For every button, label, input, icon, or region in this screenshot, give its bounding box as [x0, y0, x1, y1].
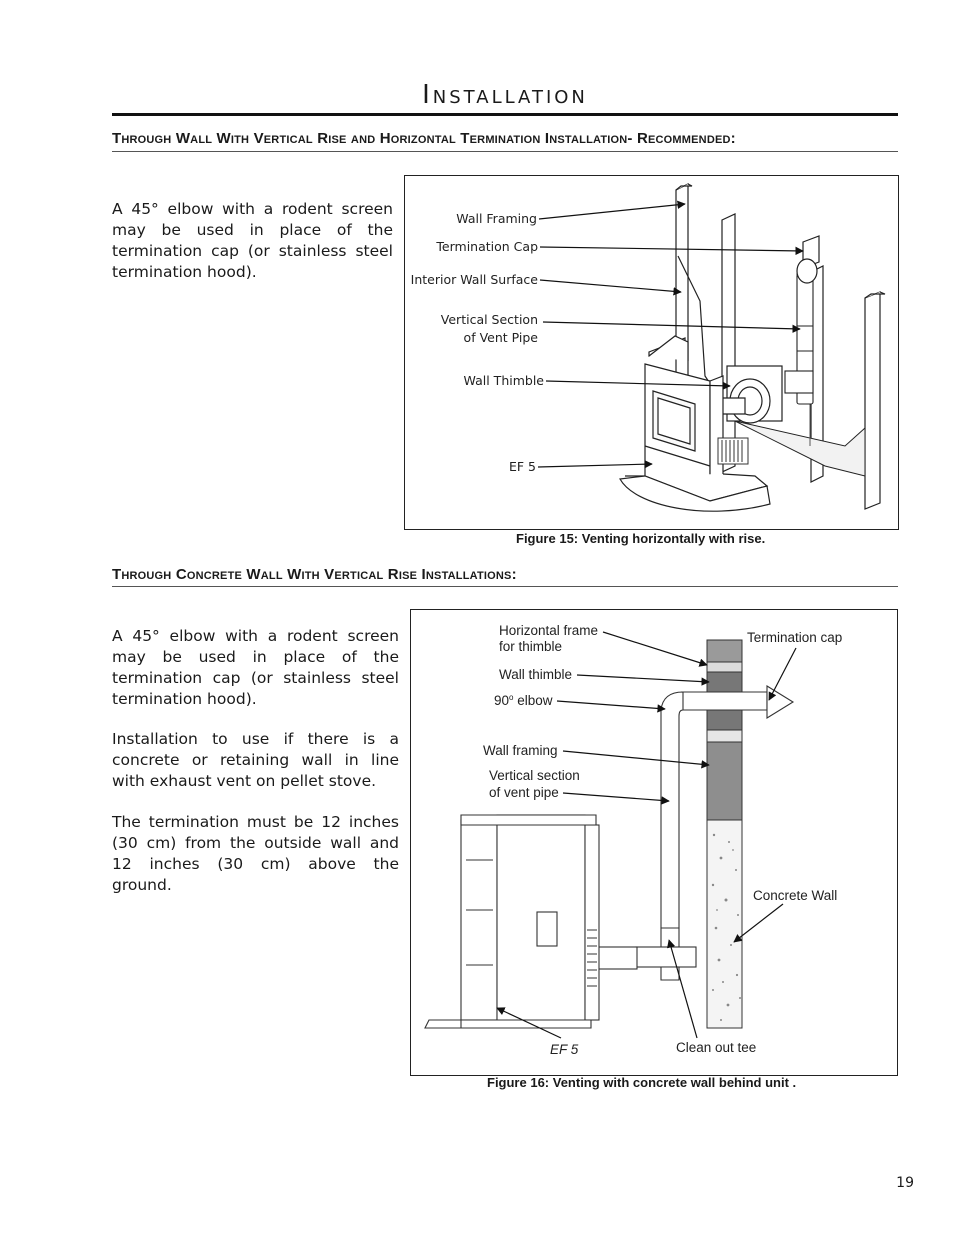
label-vertical-section-line2-16: of vent pipe: [489, 785, 559, 800]
title-rule: [112, 113, 898, 116]
concrete-speckle: [711, 833, 741, 1021]
label-90-elbow: 90o elbow: [494, 693, 553, 708]
section-heading-through-wall: Through Wall With Vertical Rise and Hori…: [112, 130, 736, 147]
label-wall-framing-16: Wall framing: [483, 743, 558, 758]
label-wall-framing: Wall Framing: [456, 211, 537, 226]
vertical-vent-pipe: [784, 269, 814, 405]
page-title: Installation: [422, 80, 588, 110]
figure-15-drawing: Wall Framing Termination Cap Interior Wa…: [411, 183, 886, 512]
page-number: 19: [896, 1175, 914, 1191]
figure-16-caption: Figure 16: Venting with concrete wall be…: [487, 1075, 797, 1090]
label-ef5: EF 5: [509, 459, 536, 474]
label-wall-thimble: Wall Thimble: [464, 373, 545, 388]
label-ef5-16: EF 5: [550, 1042, 579, 1057]
label-interior-wall-surface: Interior Wall Surface: [411, 272, 539, 287]
label-vertical-section-line1-16: Vertical section: [489, 768, 580, 783]
vertical-vent-pipe-16: [635, 691, 697, 981]
exterior-wall: [734, 420, 866, 477]
label-vertical-section-line1: Vertical Section: [441, 312, 538, 327]
section1-paragraph: A 45° elbow with a rodent screen may be …: [112, 200, 393, 281]
section-rule: [112, 151, 898, 152]
label-horizontal-frame-line1: Horizontal frame: [499, 623, 598, 638]
label-concrete-wall: Concrete Wall: [753, 888, 837, 903]
section2-paragraph-2: Installation to use if there is a concre…: [112, 730, 399, 790]
section-rule: [112, 586, 898, 587]
stove-vent-grille: [717, 437, 749, 465]
stove-body: [619, 335, 771, 512]
stove-body-16: [424, 814, 600, 1029]
figure-15: Wall Framing Termination Cap Interior Wa…: [404, 175, 899, 530]
section-heading-concrete-wall: Through Concrete Wall With Vertical Rise…: [112, 566, 517, 583]
label-clean-out-tee: Clean out tee: [676, 1040, 756, 1055]
section2-paragraph-3: The termination must be 12 inches (30 cm…: [112, 813, 399, 894]
termination-cap-shape: [796, 235, 820, 284]
label-termination-cap: Termination Cap: [435, 239, 538, 254]
wall-thimble-shape: [714, 365, 783, 424]
label-termination-cap-16: Termination cap: [747, 630, 842, 645]
figure-15-caption: Figure 15: Venting horizontally with ris…: [516, 531, 766, 546]
figure-16-leaders: [496, 631, 797, 1039]
figure-15-leaders: [537, 200, 804, 469]
label-vertical-section-line2: of Vent Pipe: [464, 330, 539, 345]
label-wall-thimble-16: Wall thimble: [499, 667, 572, 682]
section2-paragraph-1: A 45° elbow with a rodent screen may be …: [112, 627, 399, 708]
label-horizontal-frame-line2: for thimble: [499, 639, 562, 654]
figure-16: Horizontal frame for thimble Wall thimbl…: [410, 609, 898, 1076]
figure-16-drawing: Horizontal frame for thimble Wall thimbl…: [424, 623, 842, 1057]
